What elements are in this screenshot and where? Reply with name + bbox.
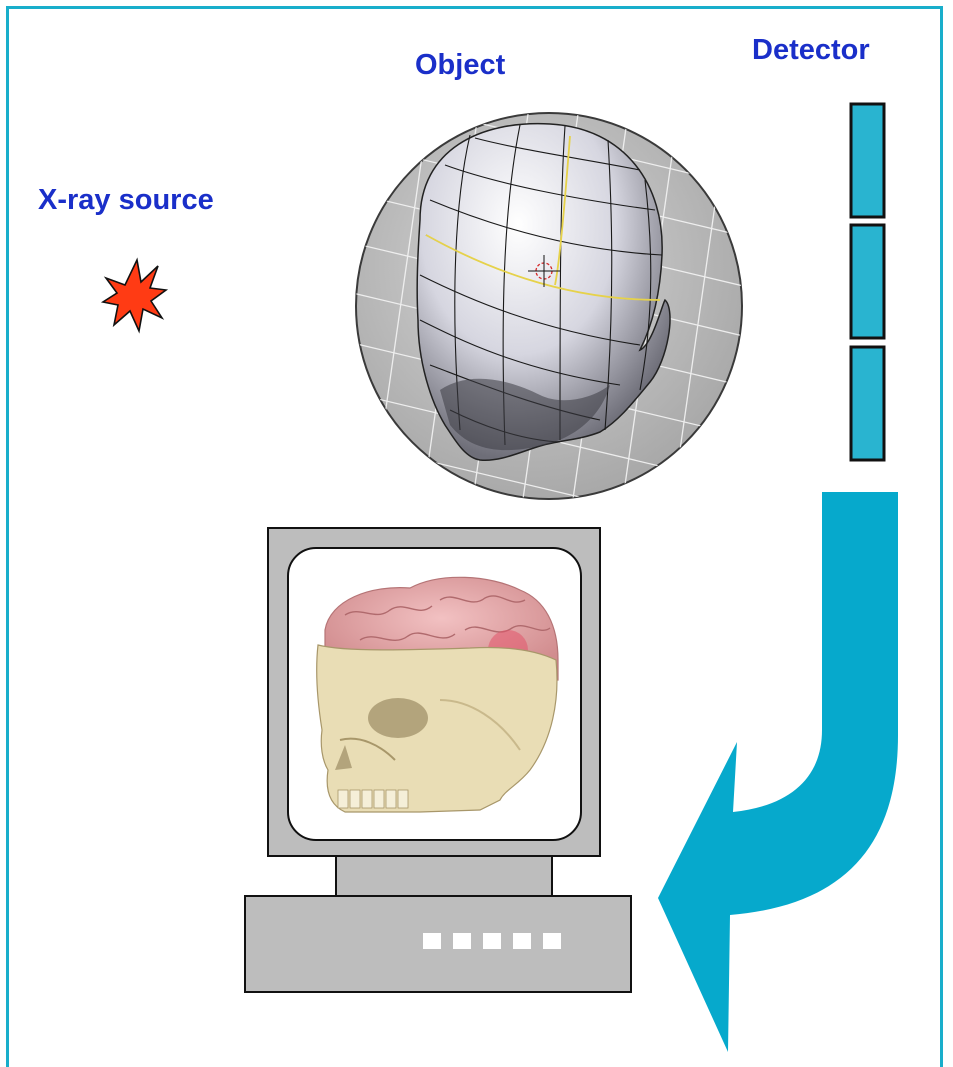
- base-button: [543, 933, 561, 949]
- tooth: [350, 790, 360, 808]
- base-button: [423, 933, 441, 949]
- detector-cell: [851, 225, 884, 338]
- base-button: [453, 933, 471, 949]
- tooth: [398, 790, 408, 808]
- tooth: [374, 790, 384, 808]
- base-button: [483, 933, 501, 949]
- skull-brain-icon: [317, 577, 558, 812]
- wireframe-head-icon: [320, 90, 780, 540]
- monitor-stand: [336, 856, 552, 896]
- tooth: [338, 790, 348, 808]
- detector-cell: [851, 104, 884, 217]
- curved-arrow-icon: [658, 492, 898, 1052]
- detector-array: [851, 104, 884, 460]
- tooth: [362, 790, 372, 808]
- explosion-burst-icon: [103, 260, 166, 331]
- tooth: [386, 790, 396, 808]
- detector-cell: [851, 347, 884, 460]
- base-button: [513, 933, 531, 949]
